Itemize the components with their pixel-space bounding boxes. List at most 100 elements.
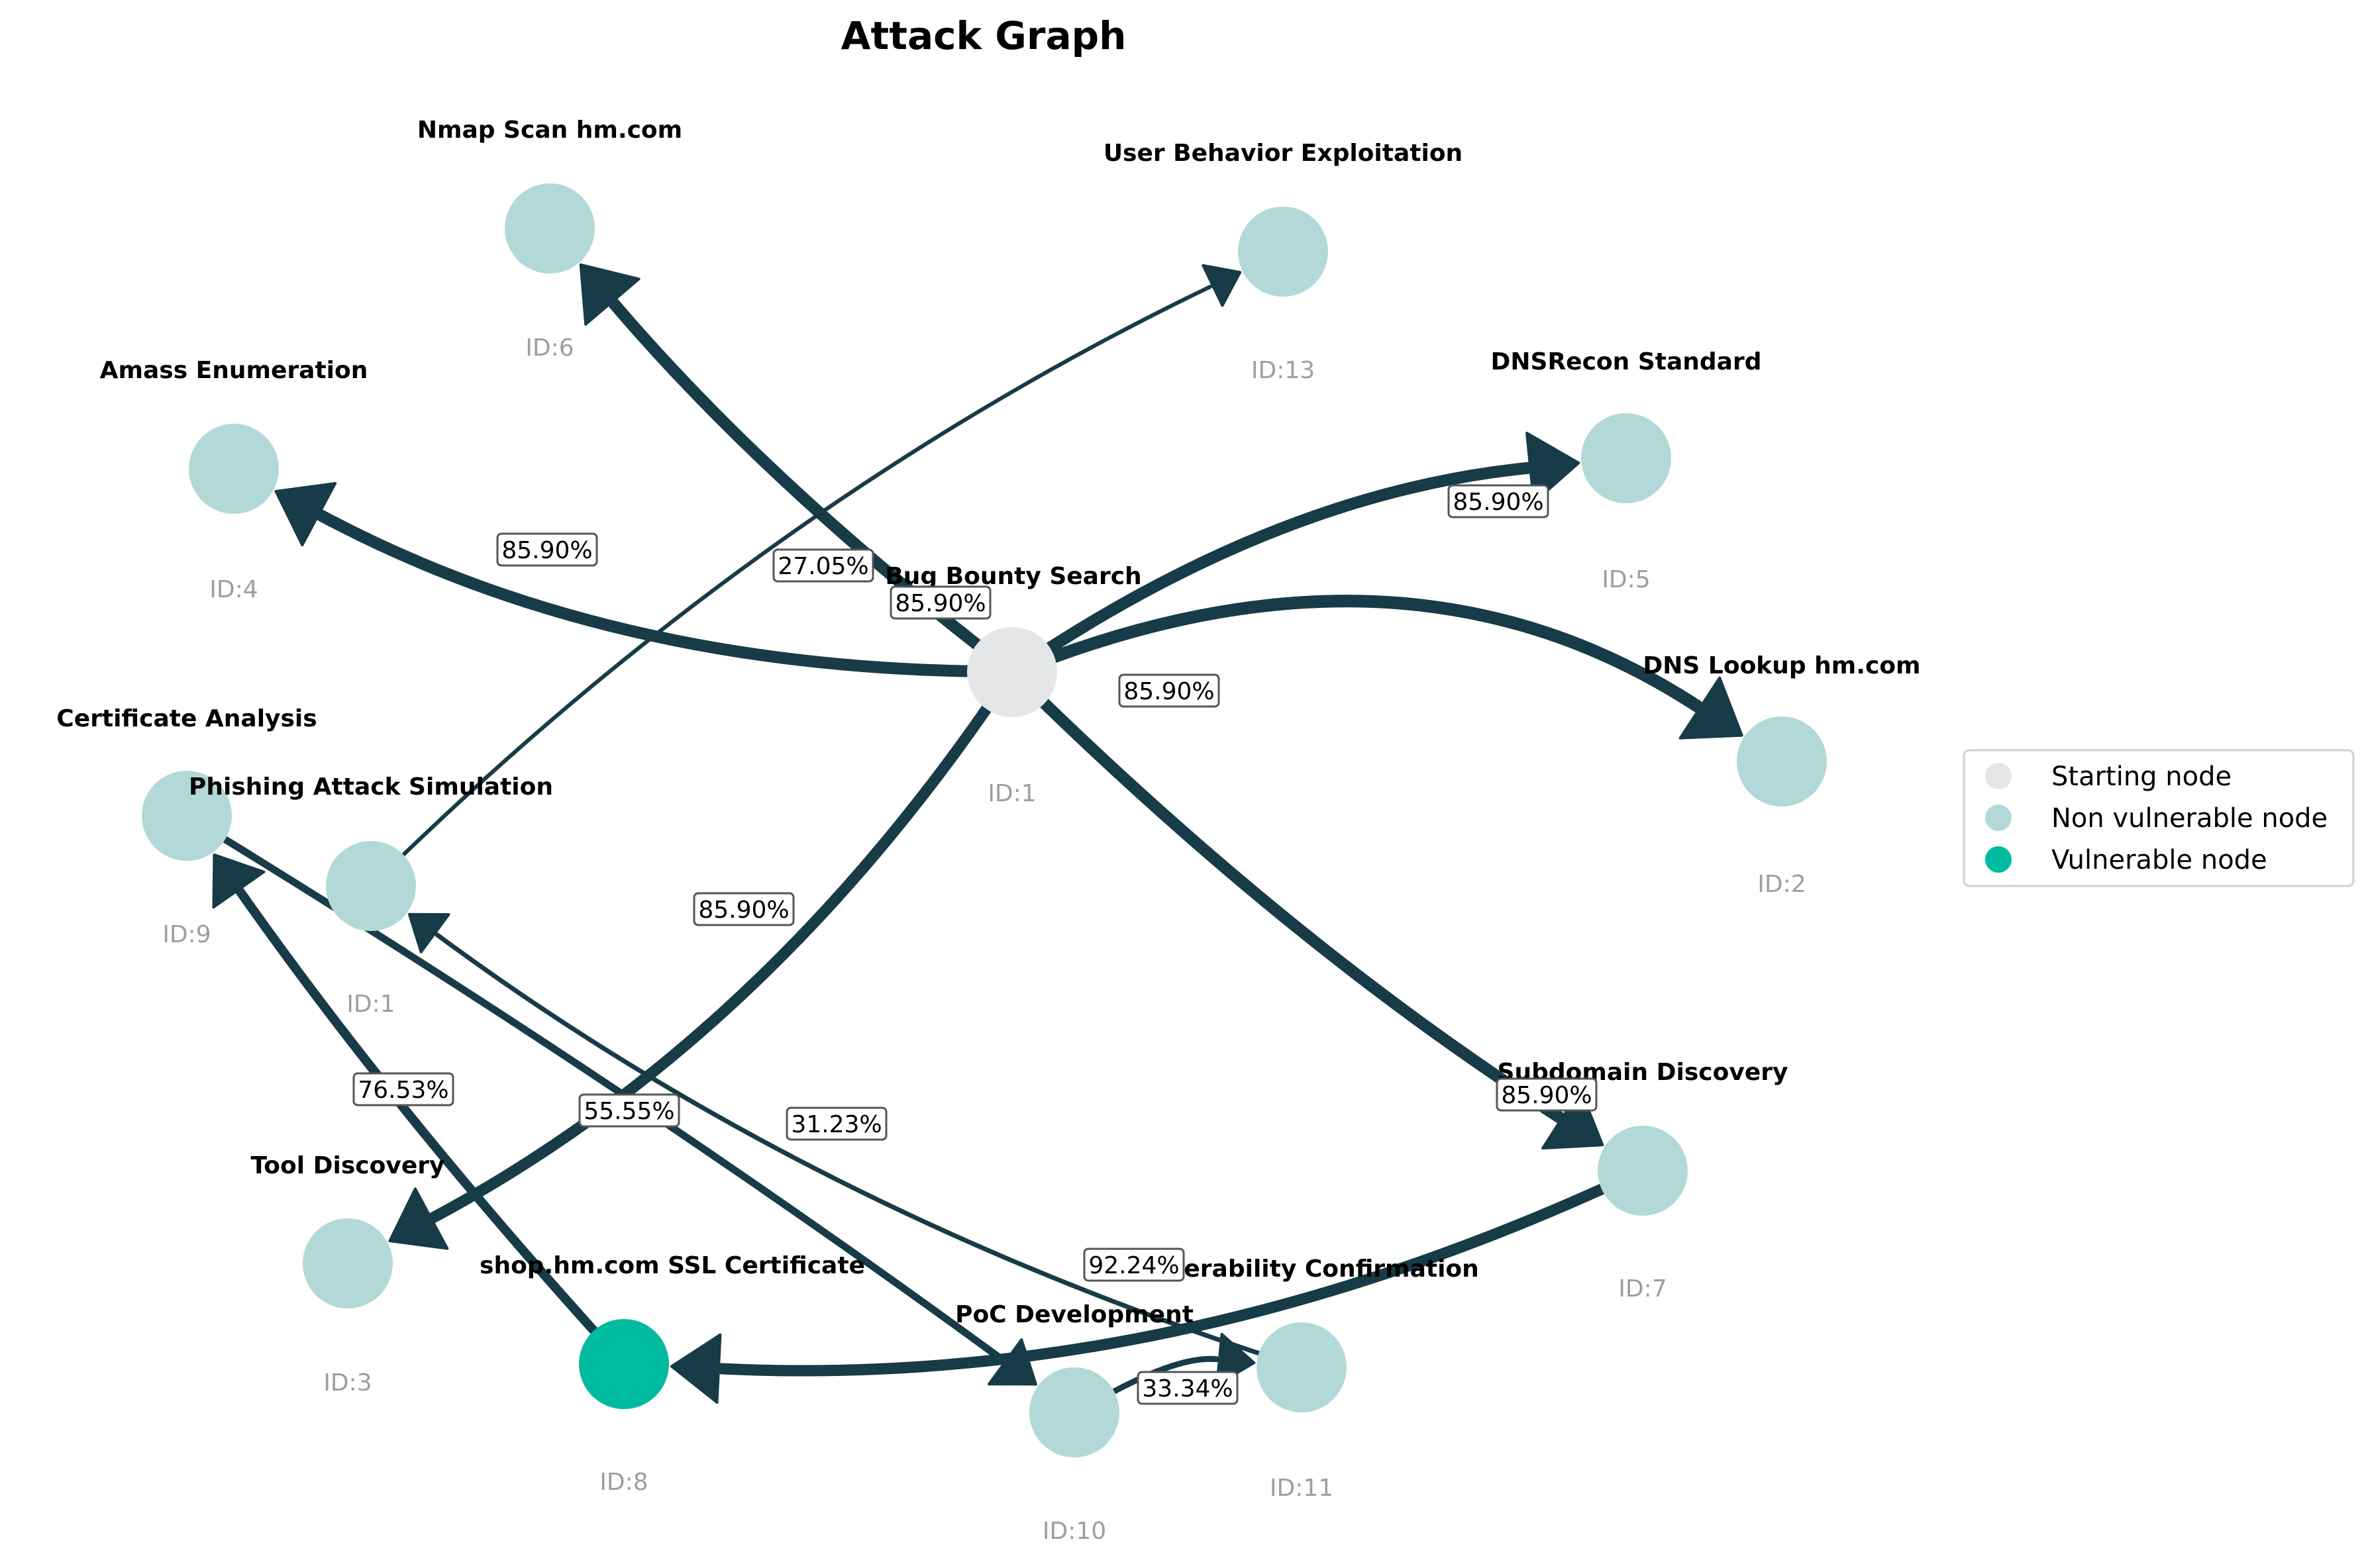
node-circle[interactable] — [189, 424, 279, 514]
edge-line — [1038, 697, 1566, 1124]
edge-label-box — [772, 548, 874, 583]
edge-arrowhead — [1541, 1088, 1604, 1150]
edge-label-text: 85.90% — [698, 897, 789, 924]
edge-labels-layer: 85.90% 85.90% 85.90% 85.90% 85.90% 85.90% 92.2… — [352, 484, 1598, 1405]
node-label: Certificate Analysis — [56, 705, 317, 732]
node-label: shop.hm.com SSL Certificate — [480, 1252, 865, 1279]
edge-label: 85.90% — [890, 585, 992, 620]
node-circle[interactable] — [1238, 207, 1328, 297]
edge-label-box — [1447, 484, 1549, 518]
node-id-text: ID:1 — [988, 780, 1036, 807]
edge-1-2 — [1048, 595, 1743, 740]
node-label: Nmap Scan hm.com — [417, 117, 682, 144]
node-circle[interactable] — [1581, 413, 1671, 503]
node-id-text: ID:3 — [323, 1369, 372, 1396]
legend-marker — [1985, 805, 2012, 831]
edge-line — [401, 284, 1213, 857]
edge-label-text: 76.53% — [358, 1077, 448, 1104]
edge-label-box — [1083, 1248, 1185, 1282]
node-circle[interactable] — [1257, 1322, 1347, 1412]
node-circle[interactable] — [967, 627, 1057, 717]
edge-label-box — [578, 1093, 680, 1128]
edge-label: 33.34% — [1137, 1371, 1239, 1405]
legend-item-start: Starting node — [1985, 761, 2232, 792]
node-id-text: ID:11 — [1270, 1475, 1333, 1502]
edge-label-text: 92.24% — [1088, 1252, 1179, 1279]
edge-line — [235, 887, 599, 1336]
legend-item-vulnerable: Vulnerable node — [1985, 845, 2267, 875]
edge-label: 85.90% — [1447, 484, 1549, 518]
edge-label-text: 55.55% — [584, 1098, 674, 1125]
edge-arrowhead — [988, 1338, 1037, 1386]
edge-1-7 — [1038, 697, 1604, 1150]
edge-arrowhead — [579, 263, 641, 326]
edge-label-box — [786, 1106, 888, 1141]
node-circle[interactable] — [505, 183, 595, 273]
legend-item-non-vulnerable: Non vulnerable node — [1985, 803, 2328, 834]
node-label: DNS Lookup hm.com — [1643, 652, 1920, 679]
node-circle[interactable] — [326, 841, 416, 931]
node-label: Amass Enumeration — [100, 357, 368, 384]
edge-label-box — [352, 1072, 454, 1106]
edge-arrowhead — [407, 912, 450, 954]
edge-label-text: 85.90% — [1501, 1082, 1592, 1109]
node-circle[interactable] — [1737, 716, 1827, 807]
chart-title: Attack Graph — [841, 13, 1127, 58]
legend-marker — [1985, 763, 2012, 789]
node-label: Phishing Attack Simulation — [189, 773, 553, 801]
edge-label-text: 31.23% — [791, 1111, 882, 1138]
edge-label: 55.55% — [578, 1093, 680, 1128]
edge-line — [1044, 462, 1534, 654]
edge-line — [435, 932, 1261, 1356]
node-circle[interactable] — [579, 1319, 669, 1409]
node-id-text: ID:7 — [1618, 1275, 1667, 1302]
legend-label: Starting node — [2051, 761, 2232, 792]
node-id-text: ID:1 — [346, 991, 395, 1018]
edge-label: 31.23% — [786, 1106, 888, 1141]
node-circle[interactable] — [1029, 1367, 1119, 1457]
edge-label: 76.53% — [352, 1072, 454, 1106]
node-circle[interactable] — [303, 1218, 393, 1308]
edge-arrowhead — [388, 1187, 449, 1250]
edge-label: 85.90% — [496, 532, 598, 567]
node-id-text: ID:10 — [1043, 1518, 1106, 1545]
edge-label-box — [1496, 1077, 1598, 1112]
edge-line — [428, 703, 992, 1224]
node-id-text: ID:13 — [1251, 357, 1315, 384]
node-label: Bug Bounty Search — [885, 563, 1141, 590]
node-label: DNSRecon Standard — [1491, 348, 1762, 375]
edge-label-box — [1118, 673, 1220, 708]
edge-label-box — [693, 892, 795, 926]
edge-label: 85.90% — [1496, 1077, 1598, 1112]
legend-marker — [1985, 846, 2012, 873]
edge-label: 85.90% — [1118, 673, 1220, 708]
edge-12-13 — [401, 264, 1242, 857]
edge-label-text: 85.90% — [501, 537, 592, 564]
edge-label: 85.90% — [693, 892, 795, 926]
edge-label-text: 33.34% — [1142, 1375, 1233, 1402]
edge-arrowhead — [274, 482, 337, 547]
edge-label: 92.24% — [1083, 1248, 1185, 1282]
legend-label: Vulnerable node — [2051, 845, 2267, 875]
node-id-text: ID:2 — [1757, 871, 1806, 898]
edge-label-text: 85.90% — [1453, 489, 1543, 516]
edge-arrowhead — [212, 853, 266, 909]
edge-11-12 — [407, 912, 1261, 1356]
edge-arrowhead — [670, 1333, 722, 1404]
node-circle[interactable] — [142, 771, 232, 861]
node-id-text: ID:5 — [1602, 566, 1650, 593]
node-circle[interactable] — [1598, 1126, 1688, 1216]
